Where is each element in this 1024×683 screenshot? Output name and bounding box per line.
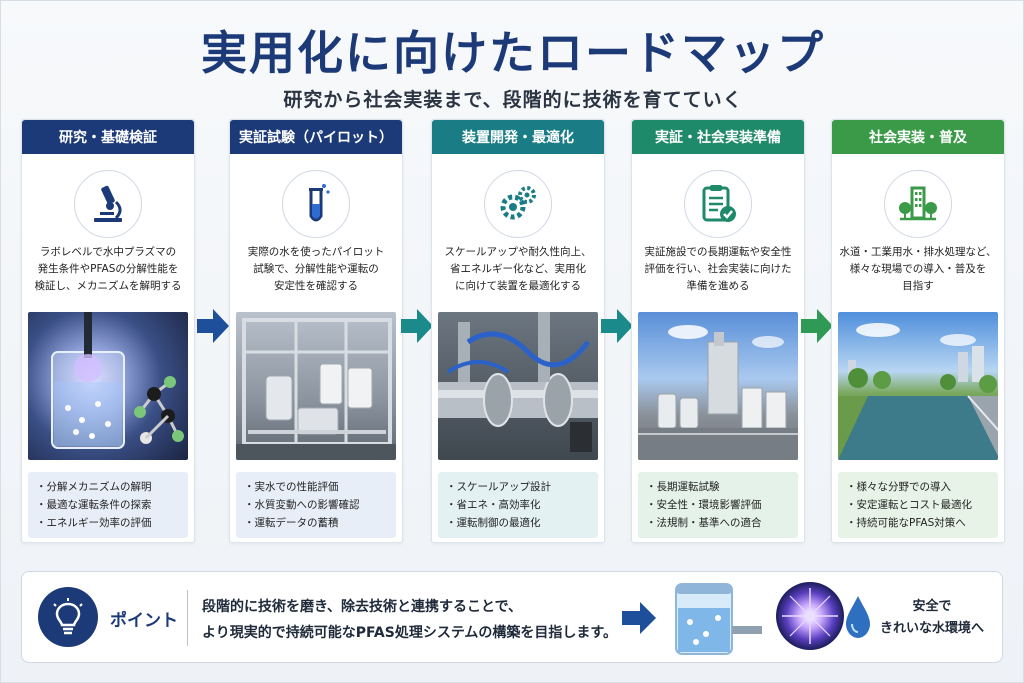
microscope-icon xyxy=(74,170,142,238)
list-item: エネルギー効率の評価 xyxy=(36,514,180,532)
point-summary-box: ポイント 段階的に技術を磨き、除去技術と連携することで、 より現実的で持続可能な… xyxy=(21,571,1003,663)
list-item: 持続可能なPFAS対策へ xyxy=(846,514,990,532)
stage-bullet-list: 様々な分野での導入 安定運転とコスト最適化 持続可能なPFAS対策へ xyxy=(838,472,998,538)
stage-header: 実証・社会実装準備 xyxy=(632,120,804,154)
page-title: 実用化に向けたロードマップ xyxy=(201,26,825,80)
stage-bullet-list: スケールアップ設計 省エネ・高効率化 運転制御の最適化 xyxy=(438,472,598,538)
arrow-right-icon xyxy=(801,309,833,343)
stage-header: 装置開発・最適化 xyxy=(432,120,604,154)
list-item: 実水での性能評価 xyxy=(244,478,388,496)
lightbulb-icon xyxy=(38,587,98,647)
stage-card-pilot: 実証試験（パイロット） 実際の水を使ったパイロット 試験で、分解性能や運転の 安… xyxy=(229,119,403,543)
divider xyxy=(187,590,188,646)
clipboard-check-icon xyxy=(684,170,752,238)
stage-description: 水道・工業用水・排水処理など、 様々な現場での導入・普及を 目指す xyxy=(839,246,997,292)
stage-card-social-implementation-prep: 実証・社会実装準備 実証施設での長期運転や安全性 評価を行い、社会実装に向けた … xyxy=(631,119,805,543)
arrow-right-icon xyxy=(401,309,433,343)
list-item: 省エネ・高効率化 xyxy=(446,496,590,514)
demonstration-facility-photo xyxy=(638,312,798,460)
plasma-burst-icon xyxy=(776,582,844,650)
point-result-text: 安全で きれいな水環境へ xyxy=(880,599,985,636)
list-item: 長期運転試験 xyxy=(646,478,790,496)
water-drop-icon xyxy=(846,596,870,638)
stage-bullet-list: 分解メカニズムの解明 最適な運転条件の探索 エネルギー効率の評価 xyxy=(28,472,188,538)
stage-description: 実証施設での長期運転や安全性 評価を行い、社会実装に向けた 準備を進める xyxy=(644,246,792,292)
list-item: 分解メカニズムの解明 xyxy=(36,478,180,496)
list-item: 安全性・環境影響評価 xyxy=(646,496,790,514)
arrow-right-icon xyxy=(197,309,229,343)
city-buildings-icon xyxy=(884,170,952,238)
stage-card-social-deployment: 社会実装・普及 水道・工業用水・排水処理など、 様々な現場での導入・普及を 目指… xyxy=(831,119,1005,543)
arrow-right-icon xyxy=(601,309,633,343)
page-subtitle: 研究から社会実装まで、段階的に技術を育てていく xyxy=(283,89,743,111)
list-item: 運転データの蓄積 xyxy=(244,514,388,532)
stage-card-research: 研究・基礎検証 ラボレベルで水中プラズマの 発生条件やPFASの分解性能を 検証… xyxy=(21,119,195,543)
pilot-plant-photo xyxy=(236,312,396,460)
river-city-photo xyxy=(838,312,998,460)
lab-beaker-photo xyxy=(28,312,188,460)
stage-description: スケールアップや耐久性向上、 省エネルギー化など、実用化 に向けて装置を最適化す… xyxy=(444,246,592,292)
list-item: 法規制・基準への適合 xyxy=(646,514,790,532)
list-item: 水質変動への影響確認 xyxy=(244,496,388,514)
stage-header: 社会実装・普及 xyxy=(832,120,1004,154)
stage-bullet-list: 長期運転試験 安全性・環境影響評価 法規制・基準への適合 xyxy=(638,472,798,538)
list-item: 運転制御の最適化 xyxy=(446,514,590,532)
stage-card-device-development: 装置開発・最適化 スケールアップや耐久性向上、 省エネルギー化など、実用化 に向… xyxy=(431,119,605,543)
point-label: ポイント xyxy=(110,611,178,631)
stage-description: ラボレベルで水中プラズマの 発生条件やPFASの分解性能を 検証し、メカニズムを… xyxy=(34,246,182,292)
stage-bullet-list: 実水での性能評価 水質変動への影響確認 運転データの蓄積 xyxy=(236,472,396,538)
gears-icon xyxy=(484,170,552,238)
test-tube-icon xyxy=(282,170,350,238)
list-item: 様々な分野での導入 xyxy=(846,478,990,496)
list-item: 最適な運転条件の探索 xyxy=(36,496,180,514)
arrow-right-icon xyxy=(622,602,656,634)
pipe-equipment-photo xyxy=(438,312,598,460)
list-item: 安定運転とコスト最適化 xyxy=(846,496,990,514)
water-tank-icon xyxy=(675,583,762,655)
point-message: 段階的に技術を磨き、除去技術と連携することで、 より現実的で持続可能なPFAS処… xyxy=(202,599,618,641)
stage-header: 実証試験（パイロット） xyxy=(230,120,402,154)
stage-header: 研究・基礎検証 xyxy=(22,120,194,154)
list-item: スケールアップ設計 xyxy=(446,478,590,496)
stage-description: 実際の水を使ったパイロット 試験で、分解性能や運転の 安定性を確認する xyxy=(247,246,385,292)
